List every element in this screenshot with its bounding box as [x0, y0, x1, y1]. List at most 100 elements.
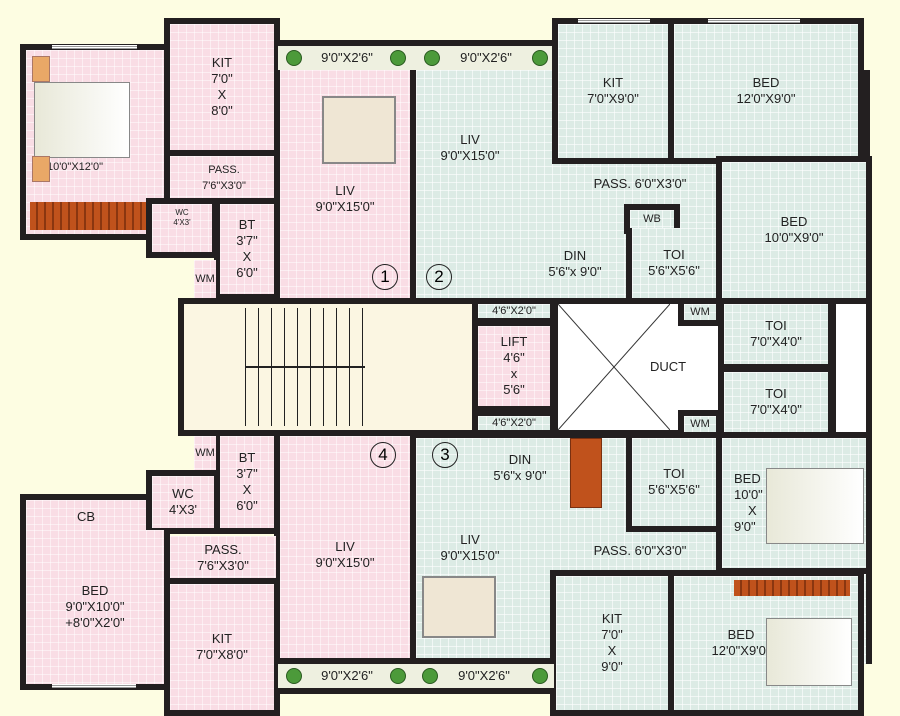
plant-icon — [286, 668, 302, 684]
flat3-toi-dims: 5'6"X5'6" — [648, 482, 700, 497]
flat3-kit-label: KIT — [601, 611, 623, 626]
flat3-pass-label: PASS. 6'0"X3'0" — [593, 543, 687, 558]
flat1-bt-dim1: 3'7" — [236, 233, 258, 248]
flat4-wc: WC 4'X3' — [146, 470, 220, 534]
window — [708, 19, 800, 23]
flat3-din-label: DIN — [508, 452, 532, 467]
flat1-bt-x: X — [242, 249, 252, 264]
flat4-pass-dims: 7'6"X3'0" — [197, 558, 249, 573]
flat3-living: LIV 9'0"X15'0" — [420, 528, 520, 568]
flat2-bed1-label: BED — [752, 75, 780, 90]
flat2-din-dims: 5'6"x 9'0" — [548, 264, 602, 279]
wm-top-label: WM — [690, 306, 710, 318]
duct-label: DUCT — [649, 359, 687, 374]
plant-icon — [532, 668, 548, 684]
flat1-kitchen: KIT 7'0" X 8'0" — [164, 18, 280, 156]
flat4-bed-dim2: +8'0"X2'0" — [65, 615, 125, 630]
flat2-toilet: TOI 5'6"X5'6" — [626, 228, 722, 304]
flat3-balcony-dims: 9'0"X2'6" — [458, 668, 510, 683]
flat2-din-label: DIN — [563, 248, 587, 263]
flat3-kitchen: KIT 7'0" X 9'0" — [550, 570, 674, 716]
bed-icon — [766, 468, 864, 544]
flat4-bt-dim1: 3'7" — [236, 466, 258, 481]
core-toi1-label: TOI — [765, 318, 787, 333]
lobby-bottom-dims: 4'6"X2'0" — [492, 417, 536, 429]
wardrobe-icon — [30, 202, 146, 230]
flat4-kitchen: KIT 7'0"X8'0" — [164, 578, 280, 716]
flat4-pass-label: PASS. — [204, 542, 242, 557]
flat3-balcony: 9'0"X2'6" — [414, 658, 554, 694]
lobby-top-dims: 4'6"X2'0" — [492, 305, 536, 317]
window — [52, 45, 137, 49]
flat2-pass-label: PASS. 6'0"X3'0" — [593, 176, 687, 191]
side-table-icon — [32, 56, 50, 82]
flat1-pass-dims: 7'6"X3'0" — [202, 180, 246, 192]
flat4-wm-label: WM — [195, 447, 215, 459]
lift-x: x — [510, 366, 518, 381]
plant-icon — [422, 668, 438, 684]
flat2-balcony-dims: 9'0"X2'6" — [460, 50, 512, 65]
flat4-bath: BT 3'7" X 6'0" — [214, 430, 280, 534]
flat4-cb-label: CB — [76, 508, 96, 524]
flat3-bed1-label: BED — [734, 471, 761, 486]
flat1-kit-x: X — [217, 87, 227, 102]
wm-top: WM — [678, 298, 722, 326]
core-toi2-dims: 7'0"X4'0" — [750, 402, 802, 417]
lift: LIFT 4'6" x 5'6" — [472, 320, 556, 412]
flat3-bed1-x: X — [748, 503, 757, 518]
flat-number-4: 4 — [370, 442, 396, 468]
flat2-bed2-dims: 10'0"X9'0" — [764, 230, 824, 245]
flat3-toilet: TOI 5'6"X5'6" — [626, 432, 722, 532]
flat2-bed1-dims: 12'0"X9'0" — [736, 91, 796, 106]
lift-label: LIFT — [500, 334, 528, 349]
flat4-kit-dims: 7'0"X8'0" — [196, 647, 248, 662]
flat4-bt-dim2: 6'0" — [236, 498, 258, 513]
flat2-bedroom-2: BED 10'0"X9'0" — [716, 156, 872, 304]
flat4-bedroom: BED 9'0"X10'0" +8'0"X2'0" — [20, 530, 170, 690]
flat1-bt-label: BT — [238, 217, 256, 232]
flat3-bed2-dims: 12'0"X9'0" — [711, 643, 771, 658]
core-toilet-1: TOI 7'0"X4'0" — [718, 298, 834, 370]
flat1-passage: PASS. 7'6"X3'0" — [170, 156, 278, 200]
flat3-kit-dim1: 7'0" — [601, 627, 623, 642]
sofa-set-icon — [322, 96, 396, 164]
flat4-wc-dims: 4'X3' — [168, 502, 198, 517]
flat4-liv-label: LIV — [335, 539, 355, 554]
flat3-din-dims: 5'6"x 9'0" — [493, 468, 547, 483]
stairs-icon — [245, 308, 365, 426]
flat1-wc-dims: 4'X3' — [173, 218, 191, 227]
side-table-icon — [32, 156, 50, 182]
flat-number-3: 3 — [432, 442, 458, 468]
flat1-liv-dims: 9'0"X15'0" — [315, 199, 375, 214]
core-toi1-dims: 7'0"X4'0" — [750, 334, 802, 349]
flat4-kit-label: KIT — [211, 631, 233, 646]
flat1-liv-label: LIV — [335, 183, 355, 198]
lift-dim1: 4'6" — [503, 350, 525, 365]
flat1-wm-label: WM — [195, 273, 215, 285]
sofa-set-icon — [422, 576, 496, 638]
flat1-wc-label: WC — [175, 208, 189, 217]
flat-number-1: 1 — [372, 264, 398, 290]
shaft — [830, 298, 872, 438]
flat3-bed1-dim2: 9'0" — [734, 519, 756, 534]
flat1-kit-label: KIT — [211, 55, 233, 70]
flat4-passage: PASS. 7'6"X3'0" — [170, 536, 276, 580]
flat2-bedroom-1: BED 12'0"X9'0" — [668, 18, 864, 164]
flat2-kit-dims: 7'0"X9'0" — [587, 91, 639, 106]
plant-icon — [286, 50, 302, 66]
flat3-toi-label: TOI — [663, 466, 685, 481]
flat3-bed1-dim1: 10'0" — [734, 487, 763, 502]
flat1-kit-dim1: 7'0" — [211, 71, 233, 86]
flat2-wb-label: WB — [643, 213, 661, 225]
core-toi2-label: TOI — [765, 386, 787, 401]
flat1-kit-dim2: 8'0" — [211, 103, 233, 118]
flat2-kitchen: KIT 7'0"X9'0" — [552, 18, 674, 164]
plant-icon — [390, 668, 406, 684]
plant-icon — [390, 50, 406, 66]
plant-icon — [424, 50, 440, 66]
flat3-liv-dims: 9'0"X15'0" — [440, 548, 500, 563]
flat4-balcony-dims: 9'0"X2'6" — [321, 668, 373, 683]
flat2-living: LIV 9'0"X15'0" — [420, 128, 520, 168]
flat3-liv-label: LIV — [460, 532, 480, 547]
flat3-kit-x: X — [607, 643, 617, 658]
